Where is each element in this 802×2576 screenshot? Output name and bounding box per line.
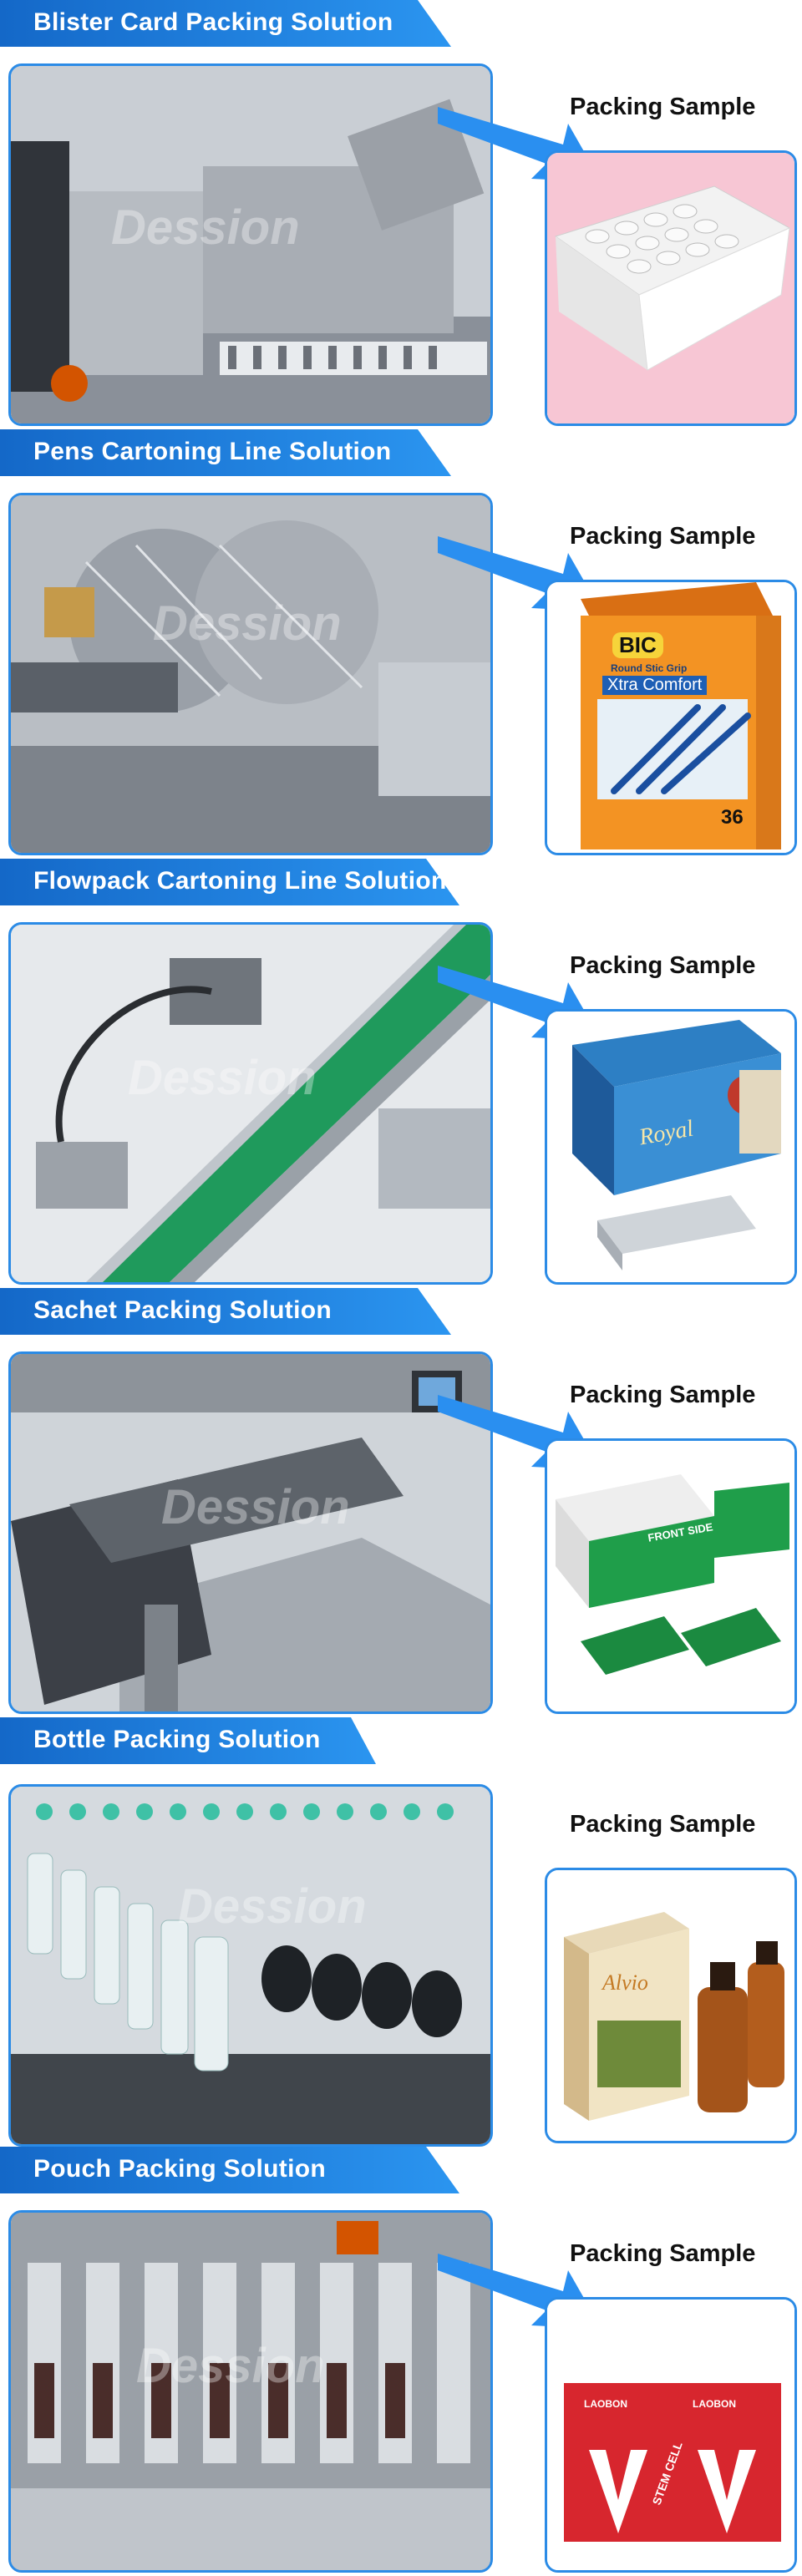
sample-photo: BIC Round Stic Grip Xtra Comfort 36 [545, 580, 797, 855]
sample-photo: Alvio [545, 1868, 797, 2143]
section-banner: Bottle Packing Solution [0, 1717, 451, 1764]
section-sachet: Sachet Packing Solution Dession Packing … [0, 1288, 802, 1716]
section-banner: Pens Cartoning Line Solution [0, 429, 451, 476]
sample-label: Packing Sample [570, 1382, 756, 1408]
machine-photo: Dession [8, 2210, 493, 2573]
brand-text: LAOBON [693, 2398, 736, 2410]
section-blister: Blister Card Packing Solution Dession Pa… [0, 0, 802, 428]
sample-photo [545, 150, 797, 426]
machine-photo: Dession [8, 922, 493, 1285]
sample-label: Packing Sample [570, 1811, 756, 1838]
section-title: Bottle Packing Solution [33, 1726, 321, 1753]
section-bottle: Bottle Packing Solution Dession Packing … [0, 1717, 802, 2147]
product-text: Round Stic Grip [611, 662, 688, 674]
machine-photo: Dession [8, 1784, 493, 2147]
sample-label: Packing Sample [570, 523, 756, 550]
brand-text: BIC [612, 632, 663, 658]
section-pouch: Pouch Packing Solution Dession Packing S… [0, 2147, 802, 2574]
watermark: Dession [128, 1051, 317, 1105]
sample-photo: FRONT SIDE [545, 1438, 797, 1714]
section-title: Pouch Packing Solution [33, 2155, 326, 2183]
machine-photo: Dession [8, 63, 493, 426]
section-flowpack: Flowpack Cartoning Line Solution Dession… [0, 859, 802, 1286]
watermark: Dession [178, 1879, 367, 1934]
section-title: Sachet Packing Solution [33, 1296, 332, 1324]
sample-label: Packing Sample [570, 2240, 756, 2267]
sample-photo: Royal [545, 1009, 797, 1285]
section-banner: Flowpack Cartoning Line Solution [0, 859, 459, 905]
brand-text: Alvio [602, 1970, 648, 1995]
sample-photo: LAOBON LAOBON STEM CELL [545, 2297, 797, 2573]
section-banner: Pouch Packing Solution [0, 2147, 459, 2193]
watermark: Dession [136, 2339, 325, 2393]
section-title: Flowpack Cartoning Line Solution [33, 867, 447, 895]
product-text: Xtra Comfort [602, 676, 708, 695]
section-banner: Blister Card Packing Solution [0, 0, 451, 47]
section-banner: Sachet Packing Solution [0, 1288, 451, 1335]
section-title: Pens Cartoning Line Solution [33, 438, 392, 465]
section-pens: Pens Cartoning Line Solution Dession Pac… [0, 429, 802, 857]
sample-label: Packing Sample [570, 952, 756, 979]
machine-photo: Dession [8, 493, 493, 855]
brand-text: LAOBON [584, 2398, 627, 2410]
watermark: Dession [161, 1480, 350, 1534]
watermark: Dession [111, 200, 300, 255]
count-text: 36 [721, 806, 744, 829]
section-title: Blister Card Packing Solution [33, 8, 393, 36]
sample-label: Packing Sample [570, 94, 756, 120]
watermark: Dession [153, 596, 342, 651]
machine-photo: Dession [8, 1351, 493, 1714]
